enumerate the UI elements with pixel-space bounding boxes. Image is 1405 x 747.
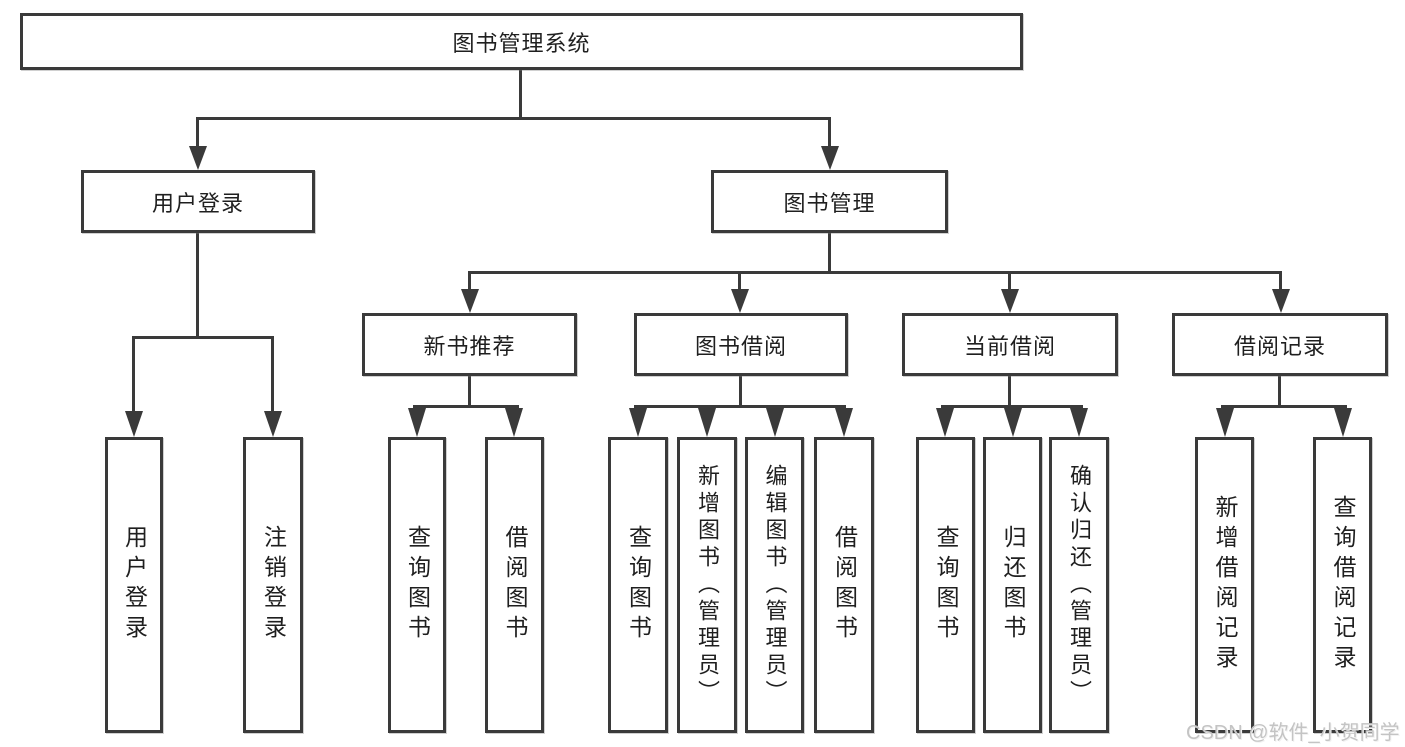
leaf-query-book: 查询图书 [388,437,446,733]
leaf-query-book-label: 查询图书 [625,525,652,645]
node-current-borrow: 当前借阅 [902,313,1118,376]
arrowhead-down-icon [936,408,954,437]
arrowhead-down-icon [1070,408,1088,437]
node-user-login-label: 用户登录 [151,190,244,216]
arrowhead-down-icon [821,146,839,170]
leaf-return-book-label: 归还图书 [1000,525,1026,645]
connector-group1-stem [468,376,471,408]
leaf-edit-book-admin: 编辑图书（管理员） [745,437,804,733]
leaf-query-book-label: 查询图书 [933,525,959,645]
arrowhead-down-icon [264,411,282,437]
leaf-logout-label: 注销登录 [260,525,287,645]
watermark: CSDN @软件_小贺同学 [1186,722,1400,744]
leaf-confirm-return-admin: 确认归还（管理员） [1049,437,1109,733]
node-current-borrow-label: 当前借阅 [963,333,1056,359]
node-book-borrow-label: 图书借阅 [694,333,787,359]
node-new-book-recommend: 新书推荐 [362,313,577,376]
leaf-user-login: 用户登录 [105,437,163,733]
leaf-add-borrow-record-label: 新增借阅记录 [1212,495,1238,675]
leaf-query-book: 查询图书 [608,437,668,733]
connector-group4-stem [1278,376,1281,408]
arrowhead-down-icon [505,408,523,437]
leaf-borrow-book-label: 借阅图书 [831,525,858,645]
leaf-user-login-label: 用户登录 [121,525,148,645]
leaf-edit-book-admin-label: 编辑图书（管理员） [762,463,788,707]
arrowhead-down-icon [189,146,207,170]
node-book-management: 图书管理 [711,170,948,233]
leaf-logout: 注销登录 [243,437,303,733]
connector-group4-hline [1221,405,1347,408]
connector-group-drop [1279,271,1282,289]
leaf-query-borrow-record-label: 查询借阅记录 [1330,495,1356,675]
connector-group3-hline [941,405,1083,408]
leaf-add-borrow-record: 新增借阅记录 [1195,437,1254,733]
leaf-add-book-admin-label: 新增图书（管理员） [695,463,720,707]
connector-leaf-drop [271,336,274,411]
node-user-login: 用户登录 [81,170,315,233]
leaf-query-book: 查询图书 [916,437,975,733]
leaf-add-book-admin: 新增图书（管理员） [677,437,737,733]
arrowhead-down-icon [125,411,143,437]
connector-user-login-hline [132,336,274,339]
connector-group2-hline [634,405,846,408]
connector-group3-stem [1008,376,1011,408]
arrowhead-down-icon [1272,289,1290,313]
connector-user-login-drop [196,117,199,146]
arrowhead-down-icon [1216,408,1234,437]
leaf-borrow-book-label: 借阅图书 [502,525,528,645]
node-borrow-records: 借阅记录 [1172,313,1388,376]
connector-group2-stem [739,376,742,408]
connector-book-mgmt-stem [828,233,831,274]
node-borrow-records-label: 借阅记录 [1233,333,1326,359]
arrowhead-down-icon [1334,408,1352,437]
connector-level2-hline [468,271,1282,274]
leaf-return-book: 归还图书 [983,437,1042,733]
node-new-book-recommend-label: 新书推荐 [423,333,516,359]
node-book-management-label: 图书管理 [783,190,876,216]
arrowhead-down-icon [835,408,853,437]
node-root-label: 图书管理系统 [452,30,591,56]
arrowhead-down-icon [408,408,426,437]
arrowhead-down-icon [461,289,479,313]
leaf-query-borrow-record: 查询借阅记录 [1313,437,1372,733]
arrowhead-down-icon [1004,408,1022,437]
arrowhead-down-icon [766,408,784,437]
arrowhead-down-icon [1001,289,1019,313]
connector-group-drop [738,271,741,289]
connector-group1-hline [413,405,519,408]
arrowhead-down-icon [698,408,716,437]
connector-group-drop [468,271,471,289]
connector-group-drop [1008,271,1011,289]
arrowhead-down-icon [629,408,647,437]
arrowhead-down-icon [731,289,749,313]
leaf-borrow-book: 借阅图书 [485,437,544,733]
leaf-borrow-book: 借阅图书 [814,437,874,733]
connector-leaf-drop [132,336,135,411]
connector-root-stem [519,70,522,120]
connector-user-login-stem [196,233,199,339]
leaf-confirm-return-admin-label: 确认归还（管理员） [1067,463,1092,707]
node-root: 图书管理系统 [20,13,1023,70]
leaf-query-book-label: 查询图书 [404,525,431,645]
connector-book-mgmt-drop [828,117,831,146]
connector-level1-hline [196,117,831,120]
node-book-borrow: 图书借阅 [634,313,848,376]
